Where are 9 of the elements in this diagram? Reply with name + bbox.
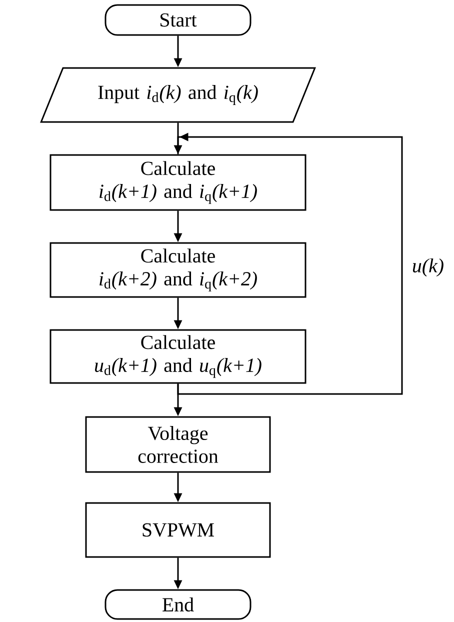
edge-label: u(k) [412,258,444,277]
process-box: SVPWM [85,502,271,558]
start-terminal: Start [104,4,252,36]
process-box: Voltage correction [85,416,271,473]
process-box: Calculate u$_{d}$(k+1) and u$_{q}$(k+1) [50,329,306,384]
process-box: Calculate i$_{d}$(k+2) and i$_{q}$(k+2) [50,242,306,298]
input-parallelogram: Input i$_{d}$(k) and i$_{q}$(k) [40,67,316,123]
end-terminal: End [104,589,252,620]
process-box: Calculate i$_{d}$(k+1) and i$_{q}$(k+1) [50,154,306,211]
